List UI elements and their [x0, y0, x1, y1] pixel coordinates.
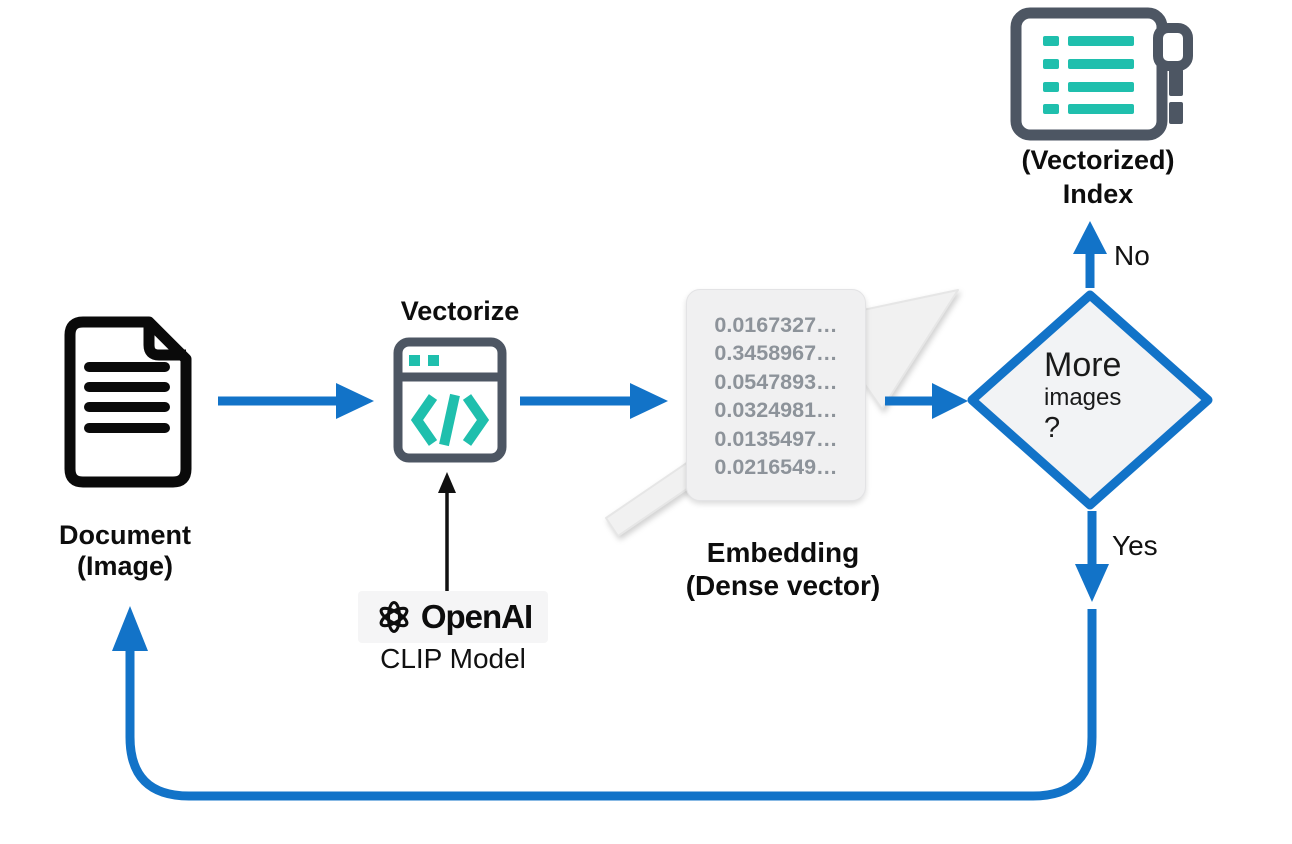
clip-model-label: CLIP Model	[380, 643, 526, 674]
embedding-value: 0.0324981…	[714, 398, 838, 422]
decision-diamond	[967, 290, 1213, 510]
embedding-vector-card: 0.0167327… 0.3458967… 0.0547893… 0.03249…	[686, 289, 866, 501]
index-label-line1: (Vectorized)	[1021, 145, 1175, 175]
embedding-value: 0.0547893…	[714, 369, 838, 394]
document-icon	[64, 316, 192, 488]
document-label: Document (Image)	[28, 520, 222, 582]
embedding-value: 0.3458967…	[714, 341, 838, 365]
embedding-label: Embedding (Dense vector)	[658, 536, 908, 602]
embedding-label-line1: Embedding	[706, 537, 860, 568]
yes-edge-label: Yes	[1112, 530, 1158, 561]
openai-logo-icon	[379, 600, 409, 634]
arrow-vectorize-to-embedding	[520, 383, 668, 419]
embedding-value: 0.0135497…	[714, 426, 838, 451]
decision-line1: More	[1044, 346, 1122, 384]
vectorized-index-icon	[1010, 7, 1193, 141]
embedding-value: 0.0216549…	[714, 455, 838, 479]
decision-label: More images ?	[1044, 346, 1194, 444]
document-label-line2: (Image)	[76, 551, 174, 581]
no-edge-label: No	[1114, 240, 1150, 271]
arrow-document-to-vectorize	[218, 383, 374, 419]
embedding-value: 0.0167327…	[714, 312, 838, 337]
index-label: (Vectorized) Index	[1002, 143, 1194, 211]
arrow-model-to-vectorize	[438, 472, 456, 592]
arrow-no-branch	[1073, 221, 1107, 288]
index-label-line2: Index	[1062, 179, 1134, 209]
arrow-embedding-to-decision	[885, 383, 968, 419]
arrow-yes-branch	[1075, 511, 1109, 602]
decision-line3: ?	[1044, 412, 1061, 444]
loopback-connector	[112, 606, 1097, 801]
decision-line2: images	[1044, 384, 1122, 411]
document-label-line1: Document	[58, 520, 191, 550]
vectorize-title: Vectorize	[400, 296, 520, 326]
openai-wordmark: OpenAI	[420, 598, 533, 635]
vectorize-code-window-icon	[393, 337, 507, 463]
openai-logo-lockup: OpenAI	[358, 591, 548, 643]
embedding-label-line2: (Dense vector)	[685, 570, 881, 601]
